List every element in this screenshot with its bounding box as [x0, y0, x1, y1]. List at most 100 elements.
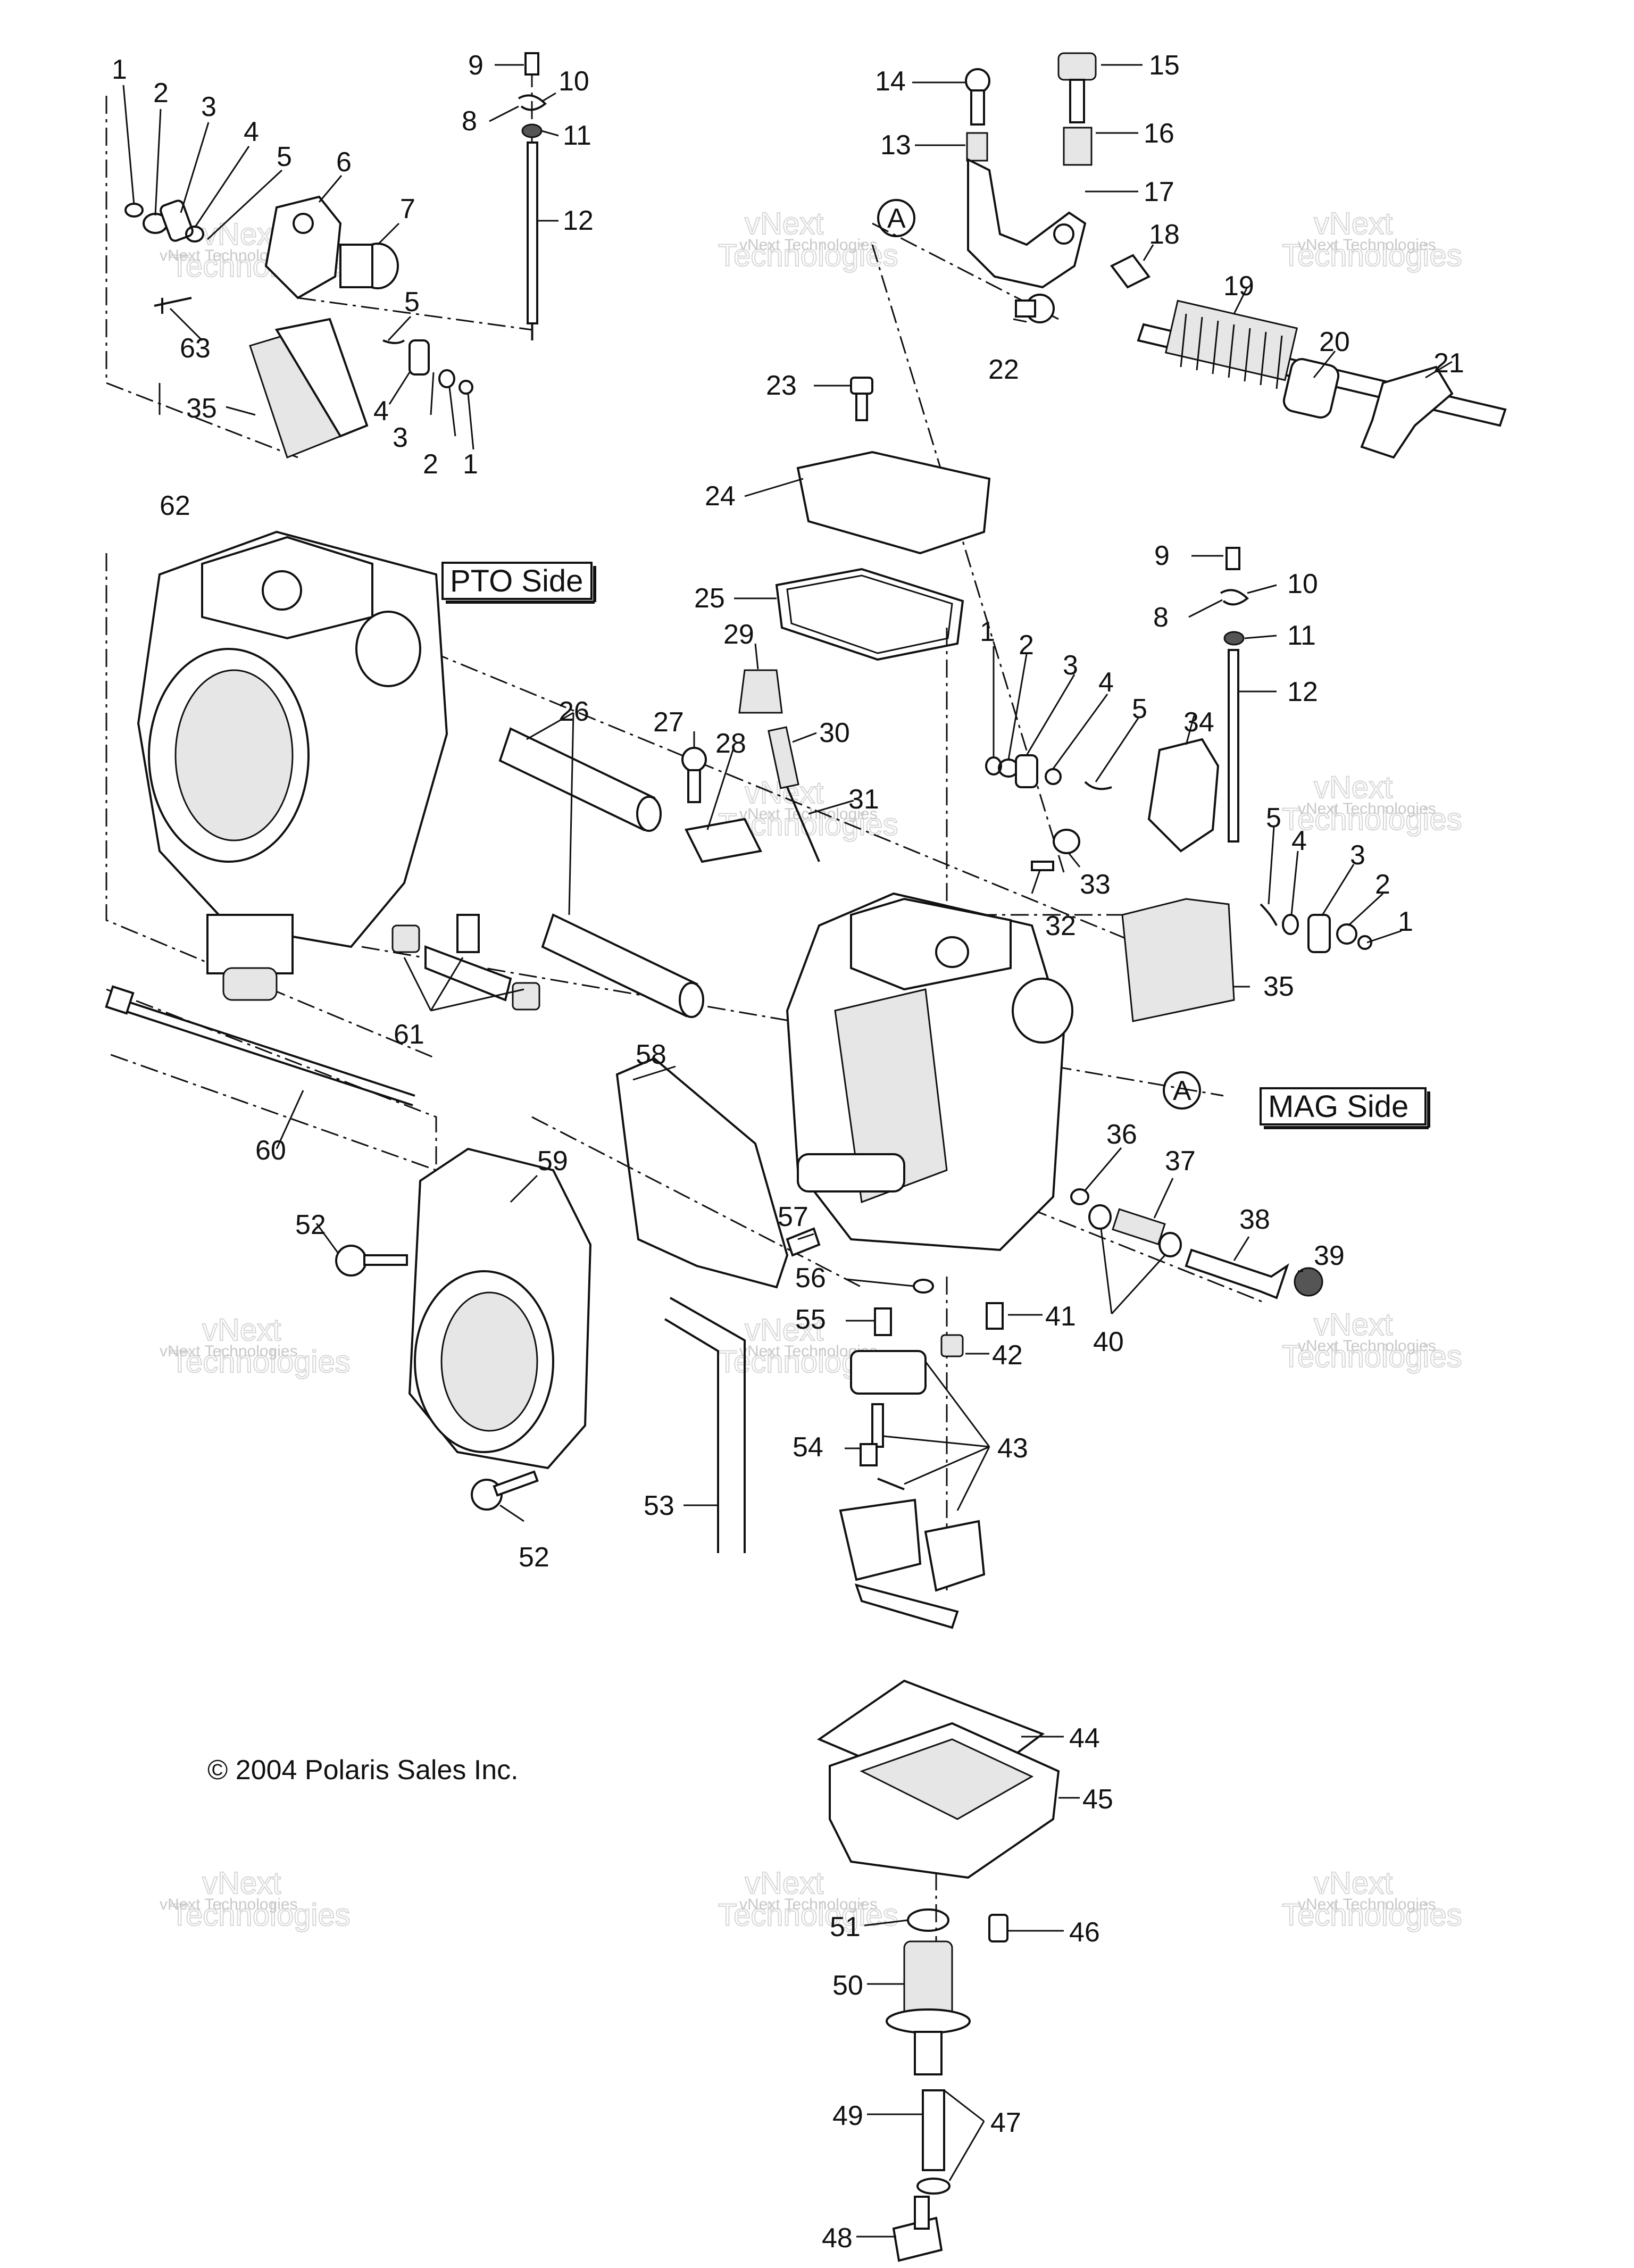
svg-text:vNext: vNext: [202, 1313, 281, 1347]
callout-4: 4: [1291, 826, 1307, 856]
svg-text:A: A: [887, 203, 906, 234]
callout-44: 44: [1069, 1723, 1100, 1754]
callout-52: 52: [295, 1210, 326, 1240]
callout-57: 57: [778, 1202, 808, 1232]
callout-46: 46: [1069, 1917, 1100, 1948]
callout-25: 25: [694, 583, 725, 614]
callout-5: 5: [1266, 803, 1281, 833]
idle-screw-parts: [1070, 1188, 1323, 1299]
reference-marker-a-top: A: [877, 199, 915, 237]
callout-3: 3: [1350, 840, 1365, 871]
callout-45: 45: [1082, 1784, 1113, 1815]
callout-27: 27: [653, 707, 684, 738]
callout-42: 42: [992, 1340, 1023, 1371]
callout-52: 52: [519, 1542, 549, 1573]
callout-5: 5: [404, 287, 420, 318]
callout-58: 58: [636, 1039, 666, 1070]
callout-34: 34: [1183, 707, 1214, 738]
callout-60: 60: [255, 1135, 286, 1166]
copyright-notice: © 2004 Polaris Sales Inc.: [207, 1755, 519, 1786]
leader-lines: [122, 64, 1453, 2238]
callout-62: 62: [160, 490, 190, 521]
callout-32: 32: [1045, 911, 1076, 941]
callout-10: 10: [558, 66, 589, 97]
callout-54: 54: [793, 1432, 823, 1463]
callout-16: 16: [1144, 118, 1174, 149]
svg-text:vNext Technologies: vNext Technologies: [160, 1896, 298, 1913]
svg-text:vNext: vNext: [1314, 206, 1393, 241]
callout-40: 40: [1093, 1327, 1124, 1357]
callout-35: 35: [1263, 971, 1294, 1002]
callout-3: 3: [393, 422, 408, 453]
callout-53: 53: [644, 1490, 674, 1521]
assembly-lines: [105, 69, 1266, 2074]
svg-text:Technologies: Technologies: [1282, 1339, 1462, 1374]
svg-text:vNext Technologies: vNext Technologies: [1298, 236, 1436, 254]
callout-36: 36: [1106, 1119, 1137, 1150]
callout-8: 8: [1153, 602, 1169, 633]
callout-51: 51: [830, 1912, 861, 1942]
svg-text:A: A: [1173, 1075, 1191, 1106]
top-left-linkage-parts: [124, 195, 473, 458]
callout-1: 1: [1398, 906, 1413, 937]
mag-carburetor-body: [786, 892, 1073, 1252]
callout-28: 28: [715, 728, 746, 759]
spring-coils: [1180, 313, 1283, 389]
callout-29: 29: [723, 619, 754, 650]
svg-text:vNext: vNext: [745, 206, 823, 241]
pto-carburetor-body: [137, 530, 448, 1001]
callout-48: 48: [822, 2223, 853, 2254]
callout-4: 4: [244, 116, 259, 147]
svg-text:Technologies: Technologies: [718, 1898, 898, 1932]
svg-text:vNext Technologies: vNext Technologies: [739, 236, 878, 254]
callout-18: 18: [1149, 219, 1180, 250]
callout-43: 43: [997, 1433, 1028, 1464]
callout-14: 14: [875, 66, 906, 97]
callout-20: 20: [1319, 327, 1350, 357]
callout-35: 35: [186, 393, 217, 424]
callout-19: 19: [1223, 271, 1254, 302]
callout-24: 24: [705, 481, 736, 512]
callout-23: 23: [766, 370, 797, 401]
callout-37: 37: [1165, 1146, 1196, 1177]
svg-text:vNext: vNext: [745, 1866, 823, 1900]
callout-17: 17: [1144, 177, 1174, 207]
callout-1: 1: [112, 54, 127, 85]
callout-1: 1: [980, 616, 995, 647]
callout-41: 41: [1045, 1301, 1076, 1332]
callout-4: 4: [1098, 667, 1114, 698]
callout-5: 5: [277, 141, 292, 172]
svg-text:vNext Technologies: vNext Technologies: [1298, 800, 1436, 818]
callout-47: 47: [990, 2107, 1021, 2138]
callout-39: 39: [1314, 1240, 1345, 1271]
callout-1: 1: [463, 449, 478, 480]
callout-2: 2: [153, 78, 169, 109]
mag-side-label: MAG Side: [1260, 1087, 1430, 1129]
callout-63: 63: [180, 333, 211, 364]
float-bowl-parts: [816, 1679, 1060, 2262]
callout-38: 38: [1239, 1204, 1270, 1235]
callout-12: 12: [563, 205, 594, 236]
callout-8: 8: [462, 106, 477, 137]
callout-5: 5: [1132, 694, 1147, 724]
svg-text:vNext Technologies: vNext Technologies: [1298, 1337, 1436, 1355]
callout-3: 3: [1063, 650, 1078, 681]
callout-11: 11: [563, 120, 591, 151]
right-needle-assembly: [1220, 547, 1249, 843]
callout-50: 50: [832, 1970, 863, 2001]
callout-2: 2: [423, 449, 438, 480]
cover-and-gasket-top: [775, 377, 991, 661]
svg-text:Technologies: Technologies: [170, 1345, 351, 1379]
reference-marker-a-right: A: [1163, 1071, 1201, 1110]
float-and-needle-parts: [839, 1279, 1004, 1629]
svg-text:Technologies: Technologies: [170, 1898, 351, 1932]
callout-7: 7: [400, 194, 415, 224]
svg-text:vNext: vNext: [745, 1313, 823, 1347]
